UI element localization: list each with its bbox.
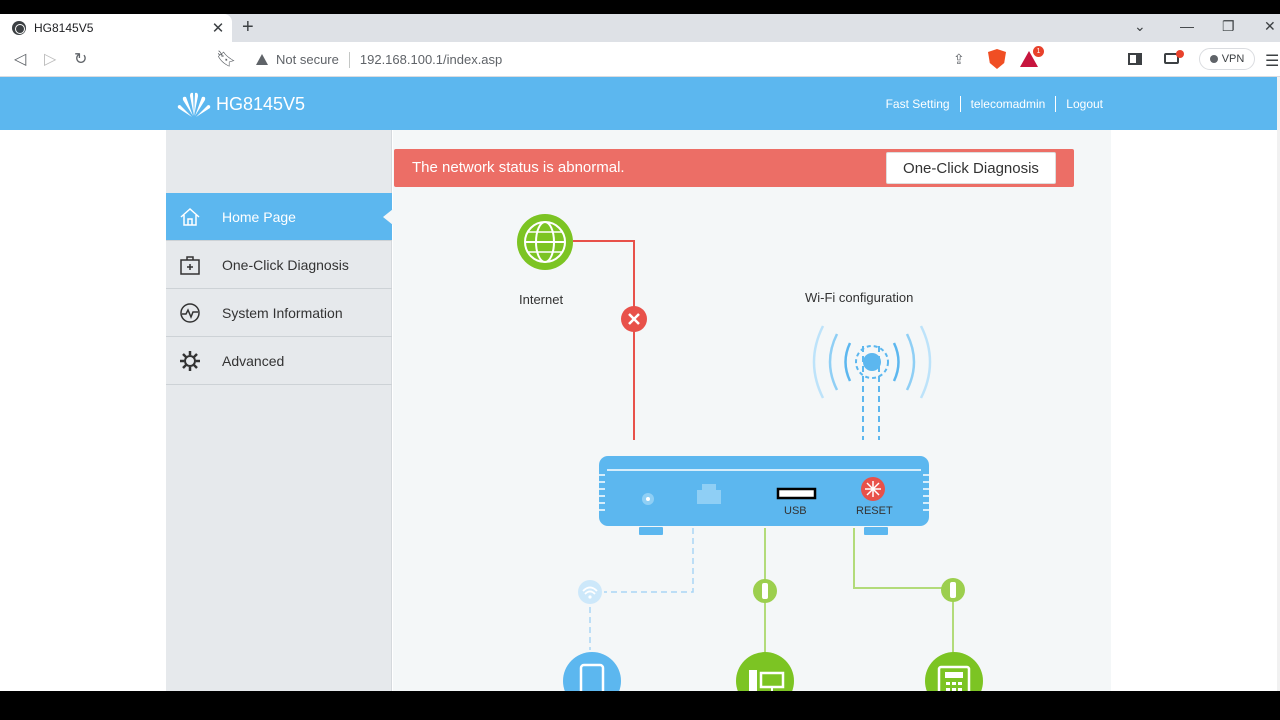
ethernet-port-icon xyxy=(697,484,721,504)
power-port-icon xyxy=(642,493,654,505)
browser-toolbar: ◁ ▷ ↻ 🔖︎ Not secure 192.168.100.1/index.… xyxy=(0,42,1280,77)
gear-icon xyxy=(180,351,200,371)
vpn-label: VPN xyxy=(1221,53,1245,65)
sidebar: Home Page One-Click Diagnosis System Inf… xyxy=(166,130,393,705)
wireless-node-icon xyxy=(578,580,602,604)
share-icon[interactable]: ⇪ xyxy=(953,51,965,67)
user-link[interactable]: telecomadmin xyxy=(970,96,1046,111)
sidebar-item-label: Home Page xyxy=(222,208,296,225)
security-status[interactable]: Not secure xyxy=(276,52,339,67)
sidebar-item-system-info[interactable]: System Information xyxy=(166,289,392,337)
first-aid-icon xyxy=(180,256,200,275)
active-indicator xyxy=(383,209,393,225)
fast-setting-link[interactable]: Fast Setting xyxy=(885,96,950,111)
address-bar[interactable]: Not secure 192.168.100.1/index.asp xyxy=(244,45,1048,74)
warning-icon xyxy=(256,54,268,65)
rewards-badge: 1 xyxy=(1033,46,1044,57)
site-header: HG8145V5 Fast Setting telecomadmin Logou… xyxy=(0,77,1277,130)
minimize-icon[interactable]: — xyxy=(1180,18,1194,34)
brave-shields-icon[interactable] xyxy=(988,49,1006,69)
globe-icon xyxy=(12,21,26,35)
wireless-link-line xyxy=(604,528,694,593)
usb-port-icon xyxy=(776,487,817,500)
main-content: The network status is abnormal. One-Clic… xyxy=(393,130,1111,705)
nav-divider xyxy=(1055,95,1057,112)
alert-message: The network status is abnormal. xyxy=(412,159,625,176)
wifi-configuration-link[interactable]: Wi-Fi configuration xyxy=(805,290,914,305)
nav-divider xyxy=(959,95,961,112)
browser-menu-icon[interactable]: ☰ xyxy=(1265,53,1280,70)
url-text[interactable]: 192.168.100.1/index.asp xyxy=(359,52,503,67)
home-icon xyxy=(180,207,200,226)
reset-button-icon xyxy=(861,477,885,501)
reload-icon[interactable]: ↻ xyxy=(74,51,88,68)
header-nav: Fast Setting telecomadmin Logout xyxy=(886,77,1103,130)
vpn-status-icon xyxy=(1209,55,1218,63)
device-model: HG8145V5 xyxy=(216,93,306,114)
restore-icon[interactable]: ❐ xyxy=(1222,18,1235,34)
sidebar-toggle-icon[interactable] xyxy=(1128,53,1142,65)
back-icon[interactable]: ◁ xyxy=(14,51,27,68)
wifi-signal-icon[interactable] xyxy=(812,325,932,440)
sidebar-item-diagnosis[interactable]: One-Click Diagnosis xyxy=(166,241,392,289)
forward-icon[interactable]: ▷ xyxy=(44,51,57,68)
window-close-icon[interactable]: ✕ xyxy=(1264,18,1276,34)
tab-title: HG8145V5 xyxy=(34,21,94,35)
letterbox-bar xyxy=(0,691,1280,720)
sidebar-item-label: System Information xyxy=(222,304,343,321)
new-tab-button[interactable]: + xyxy=(242,16,254,38)
omnibox-divider xyxy=(348,51,350,68)
reset-label: RESET xyxy=(856,505,893,517)
browser-tab[interactable]: HG8145V5 ✕ xyxy=(0,14,232,42)
cable-connector-icon xyxy=(941,578,965,602)
tab-search-icon[interactable]: ⌄ xyxy=(1134,18,1146,34)
vpn-button[interactable]: VPN xyxy=(1199,48,1255,70)
connection-error-icon[interactable] xyxy=(621,306,647,332)
sidebar-item-label: One-Click Diagnosis xyxy=(222,256,349,273)
usb-label: USB xyxy=(784,505,807,517)
page-scrollbar[interactable] xyxy=(1277,77,1280,705)
uplink-line xyxy=(573,240,635,440)
logout-link[interactable]: Logout xyxy=(1066,96,1103,111)
phone-link-line xyxy=(853,528,954,680)
pulse-icon xyxy=(180,303,200,323)
internet-label: Internet xyxy=(519,292,564,307)
topology-diagram xyxy=(517,214,983,705)
cable-connector-icon xyxy=(753,579,777,603)
close-tab-icon[interactable]: ✕ xyxy=(211,20,225,37)
network-status-alert: The network status is abnormal. One-Clic… xyxy=(394,149,1074,187)
sidebar-item-home[interactable]: Home Page xyxy=(166,193,393,241)
wallet-icon[interactable] xyxy=(1164,53,1179,64)
one-click-diagnosis-button[interactable]: One-Click Diagnosis xyxy=(886,152,1056,184)
bookmark-icon[interactable]: 🔖︎ xyxy=(216,51,237,68)
router-device[interactable] xyxy=(599,456,929,535)
brand-logo: HG8145V5 xyxy=(176,90,305,118)
browser-tabbar: HG8145V5 ✕ + ⌄ — ❐ ✕ xyxy=(0,14,1280,42)
huawei-logo-icon xyxy=(177,92,211,117)
sidebar-item-label: Advanced xyxy=(222,352,285,369)
wallet-notification-dot xyxy=(1176,50,1184,58)
internet-globe-icon[interactable] xyxy=(517,214,573,270)
sidebar-item-advanced[interactable]: Advanced xyxy=(166,337,392,385)
